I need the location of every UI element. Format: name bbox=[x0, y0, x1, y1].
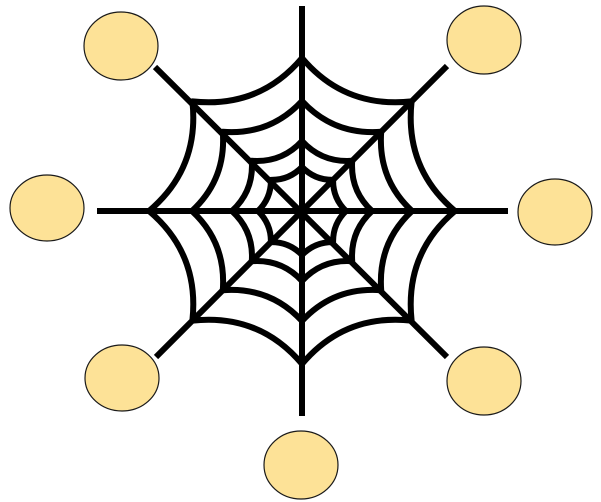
node-top-left bbox=[84, 12, 158, 80]
node-bottom bbox=[264, 431, 338, 499]
node-left bbox=[10, 175, 84, 241]
node-top-right bbox=[447, 6, 521, 74]
node-bottom-right bbox=[447, 347, 521, 415]
spider-web bbox=[97, 6, 508, 416]
node-bottom-left bbox=[85, 345, 159, 411]
node-right bbox=[518, 179, 592, 245]
